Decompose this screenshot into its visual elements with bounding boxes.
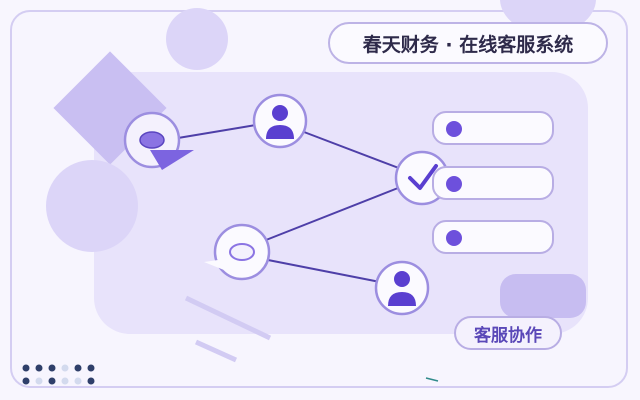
connector-line	[303, 131, 405, 171]
chat-bubble-icon	[204, 223, 271, 281]
decor-stroke-2	[194, 339, 238, 363]
decor-rounded-rect	[500, 274, 586, 318]
decor-dot-grid	[22, 364, 95, 385]
decor-circle-top	[166, 8, 228, 70]
bullet-dot-icon	[446, 121, 462, 137]
connector-line	[265, 187, 399, 241]
bullet-dot-icon	[446, 230, 462, 246]
page-title-text: 春天财务 · 在线客服系统	[362, 33, 574, 56]
bullet-dot-icon	[446, 176, 462, 192]
checklist-item	[432, 220, 554, 254]
user-avatar-icon	[374, 260, 430, 316]
decor-stroke-1	[184, 295, 272, 341]
collaboration-badge-text: 客服协作	[474, 325, 542, 346]
connector-line	[177, 124, 257, 139]
checklist-item	[432, 111, 554, 145]
checklist-item	[432, 166, 554, 200]
page-title: 春天财务 · 在线客服系统	[328, 22, 608, 64]
collaboration-badge: 客服协作	[454, 316, 562, 350]
decor-tick	[425, 377, 439, 382]
connector-line	[267, 259, 381, 283]
user-avatar-icon	[252, 93, 308, 149]
chat-bubble-icon	[123, 111, 194, 170]
decor-circle-left	[46, 160, 138, 252]
